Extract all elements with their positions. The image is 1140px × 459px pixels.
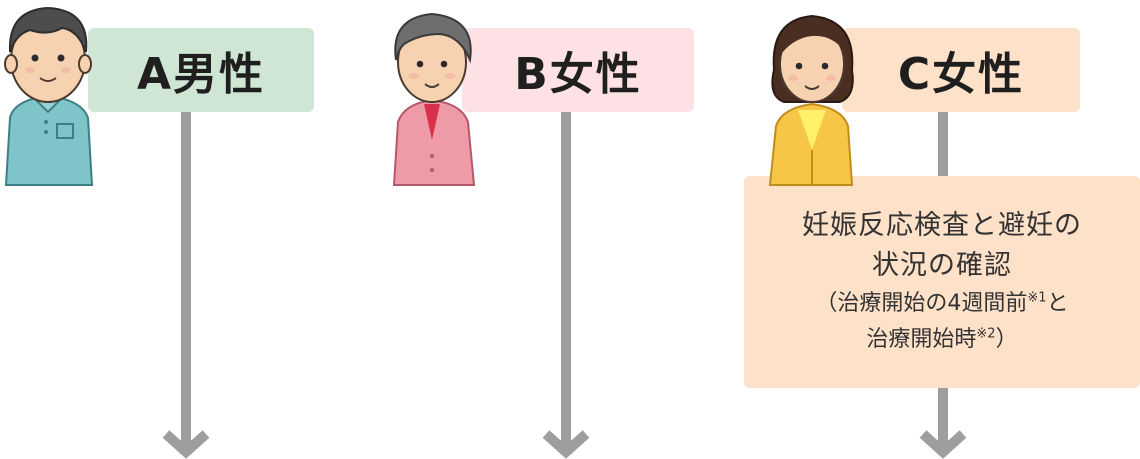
pregnancy-test-note: 妊娠反応検査と避妊の 状況の確認 （治療開始の4週間前※1と 治療開始時※2） (744, 176, 1140, 388)
label-a-text: A男性 (136, 49, 266, 100)
label-c-female: C女性 (842, 28, 1080, 112)
label-c-text: C女性 (897, 49, 1025, 100)
young-woman-illustration-icon (768, 14, 854, 186)
footnote-mark-2: ※2 (976, 326, 996, 342)
note-line-4-tail: ） (995, 327, 1018, 352)
label-b-text: B女性 (514, 49, 642, 100)
arrow-a (162, 112, 210, 459)
note-line-3-tail: と (1046, 291, 1069, 316)
note-line-1: 妊娠反応検査と避妊の (802, 210, 1082, 241)
note-line-4: 治療開始時※2） (866, 322, 1017, 358)
note-line-4-text: 治療開始時 (866, 327, 977, 352)
arrow-b (542, 112, 590, 459)
note-line-3: （治療開始の4週間前※1と (815, 286, 1068, 322)
label-b-female: B女性 (462, 28, 694, 112)
note-line-2: 状況の確認 (872, 250, 1012, 281)
older-woman-illustration-icon (392, 12, 476, 186)
note-line-3-text: （治療開始の4週間前 (815, 291, 1028, 316)
arrow-c (919, 112, 967, 459)
man-illustration-icon (4, 6, 94, 186)
label-a-male: A男性 (88, 28, 314, 112)
footnote-mark-1: ※1 (1027, 290, 1047, 306)
